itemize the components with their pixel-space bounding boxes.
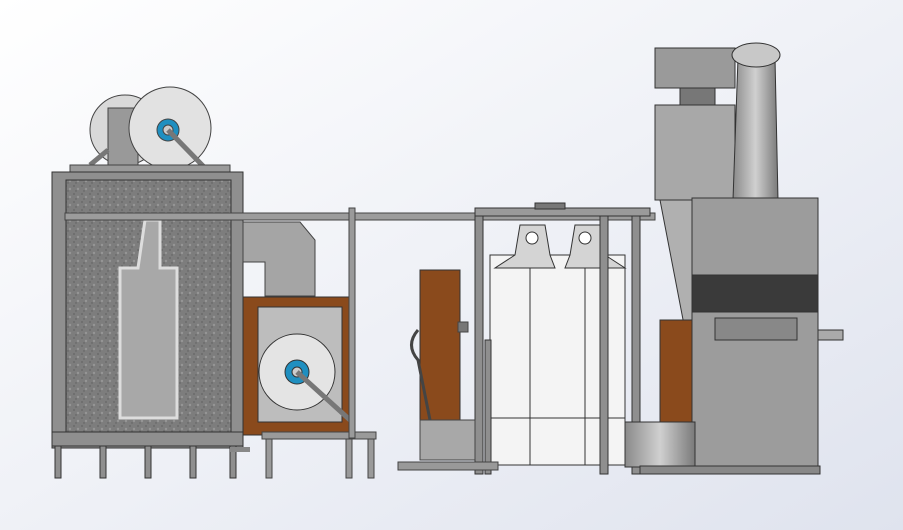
bottle-cutout xyxy=(118,218,179,420)
middle-frame xyxy=(474,202,651,475)
hood-left xyxy=(493,224,556,269)
wood-column xyxy=(419,269,461,421)
cart xyxy=(397,321,499,471)
drum xyxy=(624,421,696,468)
exhaust-pipe xyxy=(732,47,779,201)
work-table xyxy=(261,431,377,479)
cyclone-separator xyxy=(654,42,781,331)
reel-cabinet xyxy=(242,296,352,436)
horizontal-beam xyxy=(64,212,656,221)
right-cabinet xyxy=(624,197,844,475)
base-plate xyxy=(230,447,250,452)
support-post xyxy=(348,207,356,439)
air-duct xyxy=(242,221,316,297)
dark-band xyxy=(691,274,819,313)
